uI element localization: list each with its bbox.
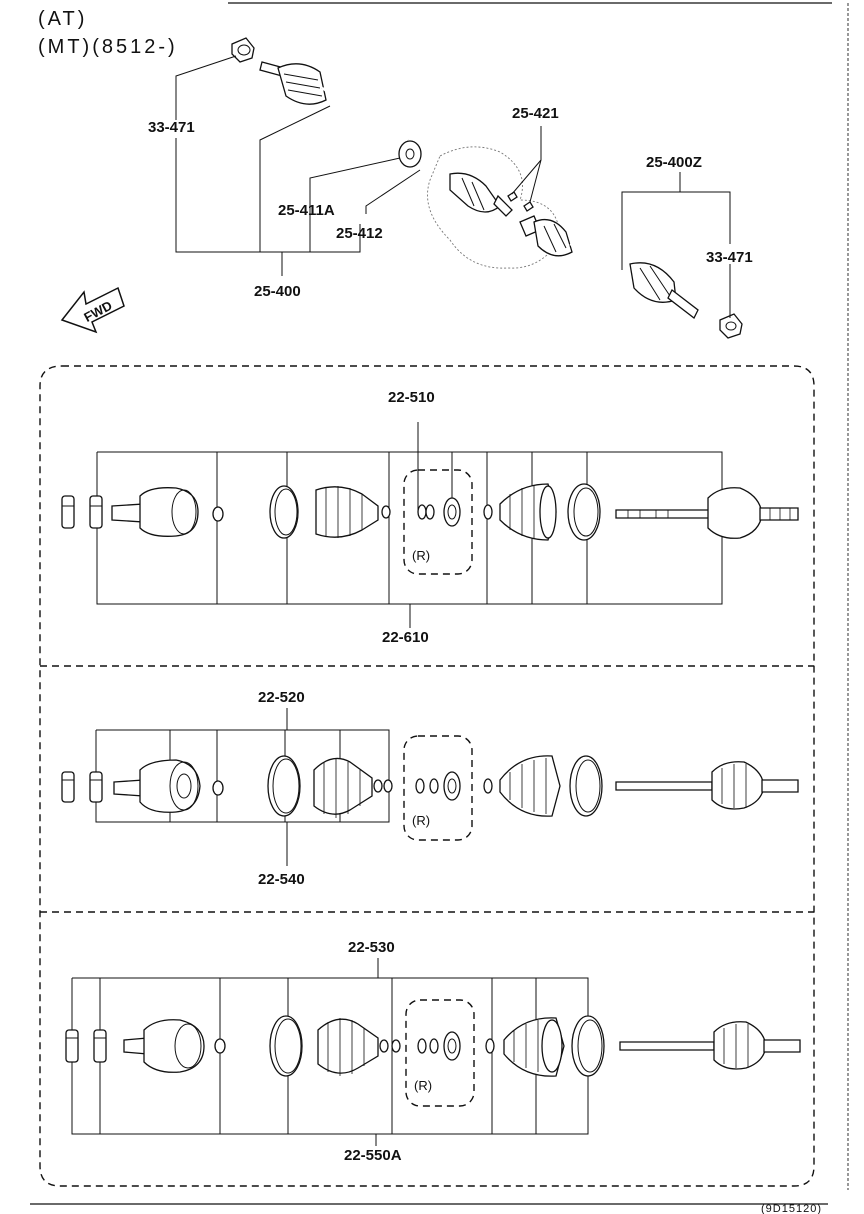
label-33-471-right: 33-471 [706,249,753,266]
kit-frame [39,365,815,1187]
r-note-2: (R) [412,813,430,828]
drive-shaft-assembly [231,37,743,339]
right-hub-nut [719,313,743,339]
footer-code: (9D15120) [761,1203,822,1214]
label-22-530: 22-530 [348,939,395,956]
label-22-510: 22-510 [388,389,435,406]
label-25-421: 25-421 [512,105,559,122]
row-2-parts: (R) [61,708,799,866]
row-3-parts: (R) [65,958,801,1146]
left-hub-nut [231,37,255,63]
label-33-471-left: 33-471 [148,119,195,136]
label-22-520: 22-520 [258,689,305,706]
header-mt: (MT)(8512-) [38,36,178,58]
label-25-411a: 25-411A [278,202,335,219]
row-1-parts: (R) [61,422,799,628]
label-22-550a: 22-550A [344,1147,402,1164]
label-22-540: 22-540 [258,871,305,888]
label-25-400: 25-400 [254,283,301,300]
r-note-3: (R) [414,1078,432,1093]
fwd-arrow-icon: FWD [60,286,125,334]
label-25-412: 25-412 [336,225,383,242]
r-note-1: (R) [412,548,430,563]
header-at: (AT) [38,8,88,30]
label-25-400z: 25-400Z [646,154,702,171]
top-leaders [175,55,731,318]
label-22-610: 22-610 [382,629,429,646]
